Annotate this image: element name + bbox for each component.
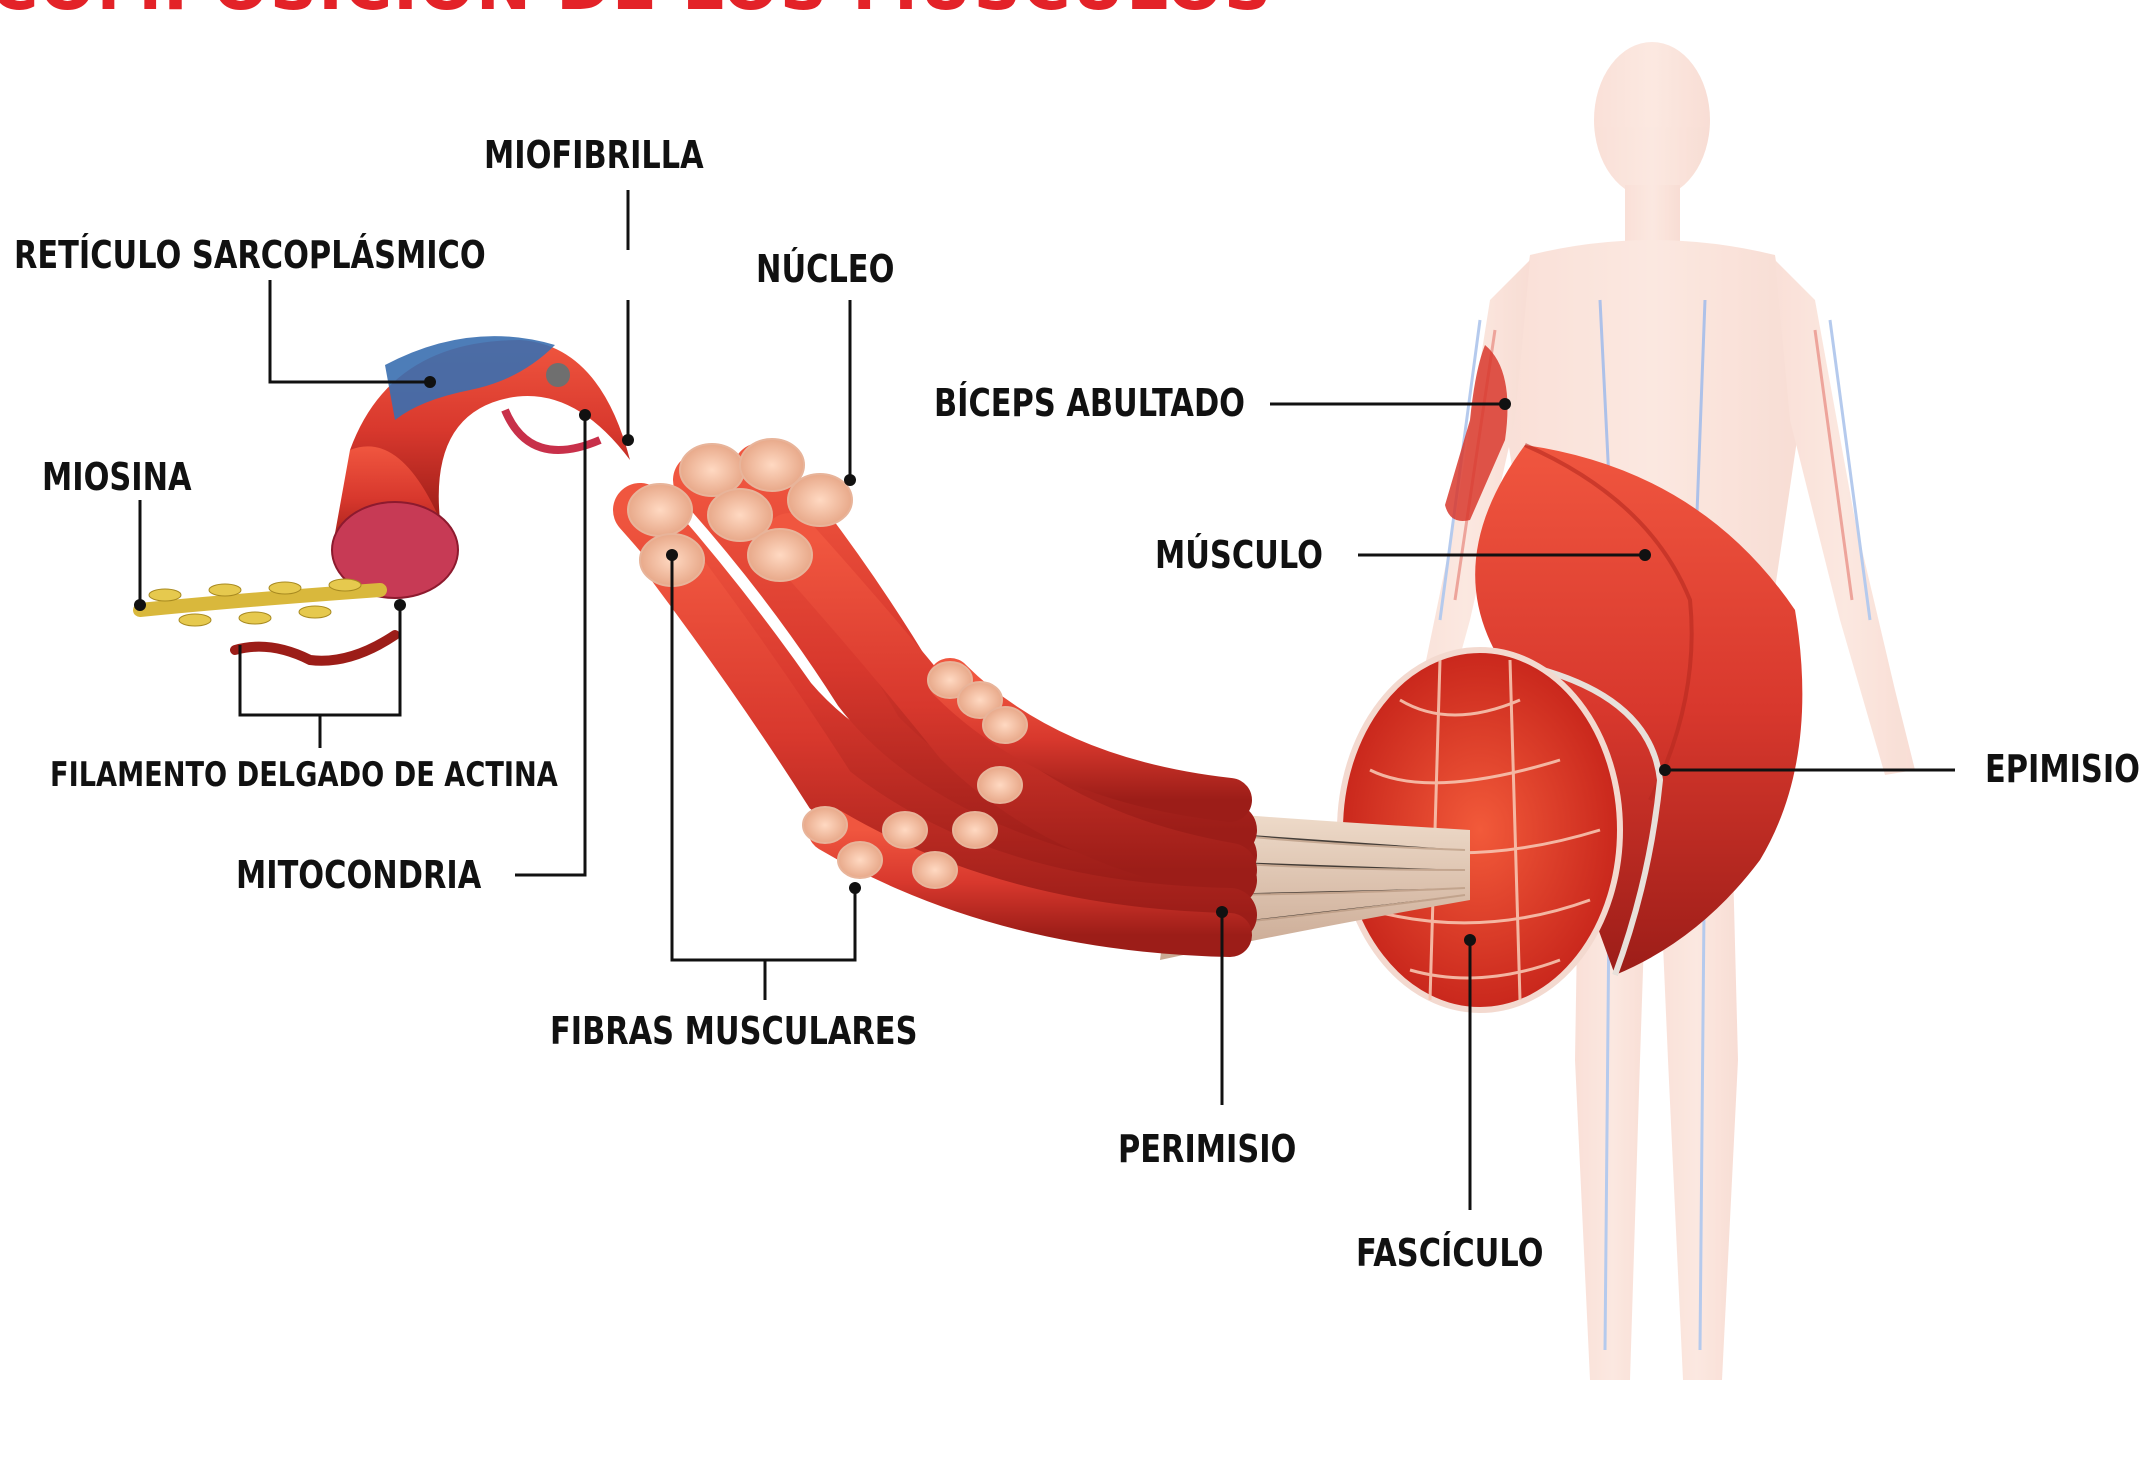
- label-perimisio: PERIMISIO: [1118, 1130, 1296, 1168]
- label-epimisio: EPIMISIO: [1985, 750, 2140, 788]
- label-biceps-abultado: BÍCEPS ABULTADO: [934, 384, 1245, 422]
- label-reticulo-sarcoplasmico: RETÍCULO SARCOPLÁSMICO: [14, 236, 486, 274]
- label-fibras-musculares: FIBRAS MUSCULARES: [550, 1012, 917, 1050]
- page-title: COMPOSICIÓN DE LOS MÚSCULOS: [0, 0, 1272, 20]
- label-filamento-actina: FILAMENTO DELGADO DE ACTINA: [50, 758, 558, 792]
- label-miofibrilla: MIOFIBRILLA: [484, 136, 704, 174]
- label-fasciculo: FASCÍCULO: [1356, 1234, 1543, 1272]
- label-mitocondria: MITOCONDRIA: [236, 856, 481, 894]
- label-nucleo: NÚCLEO: [756, 250, 894, 288]
- label-miosina: MIOSINA: [42, 458, 192, 496]
- label-musculo: MÚSCULO: [1155, 536, 1323, 574]
- myosin-filament: [140, 579, 380, 626]
- actin-filament: [235, 635, 395, 661]
